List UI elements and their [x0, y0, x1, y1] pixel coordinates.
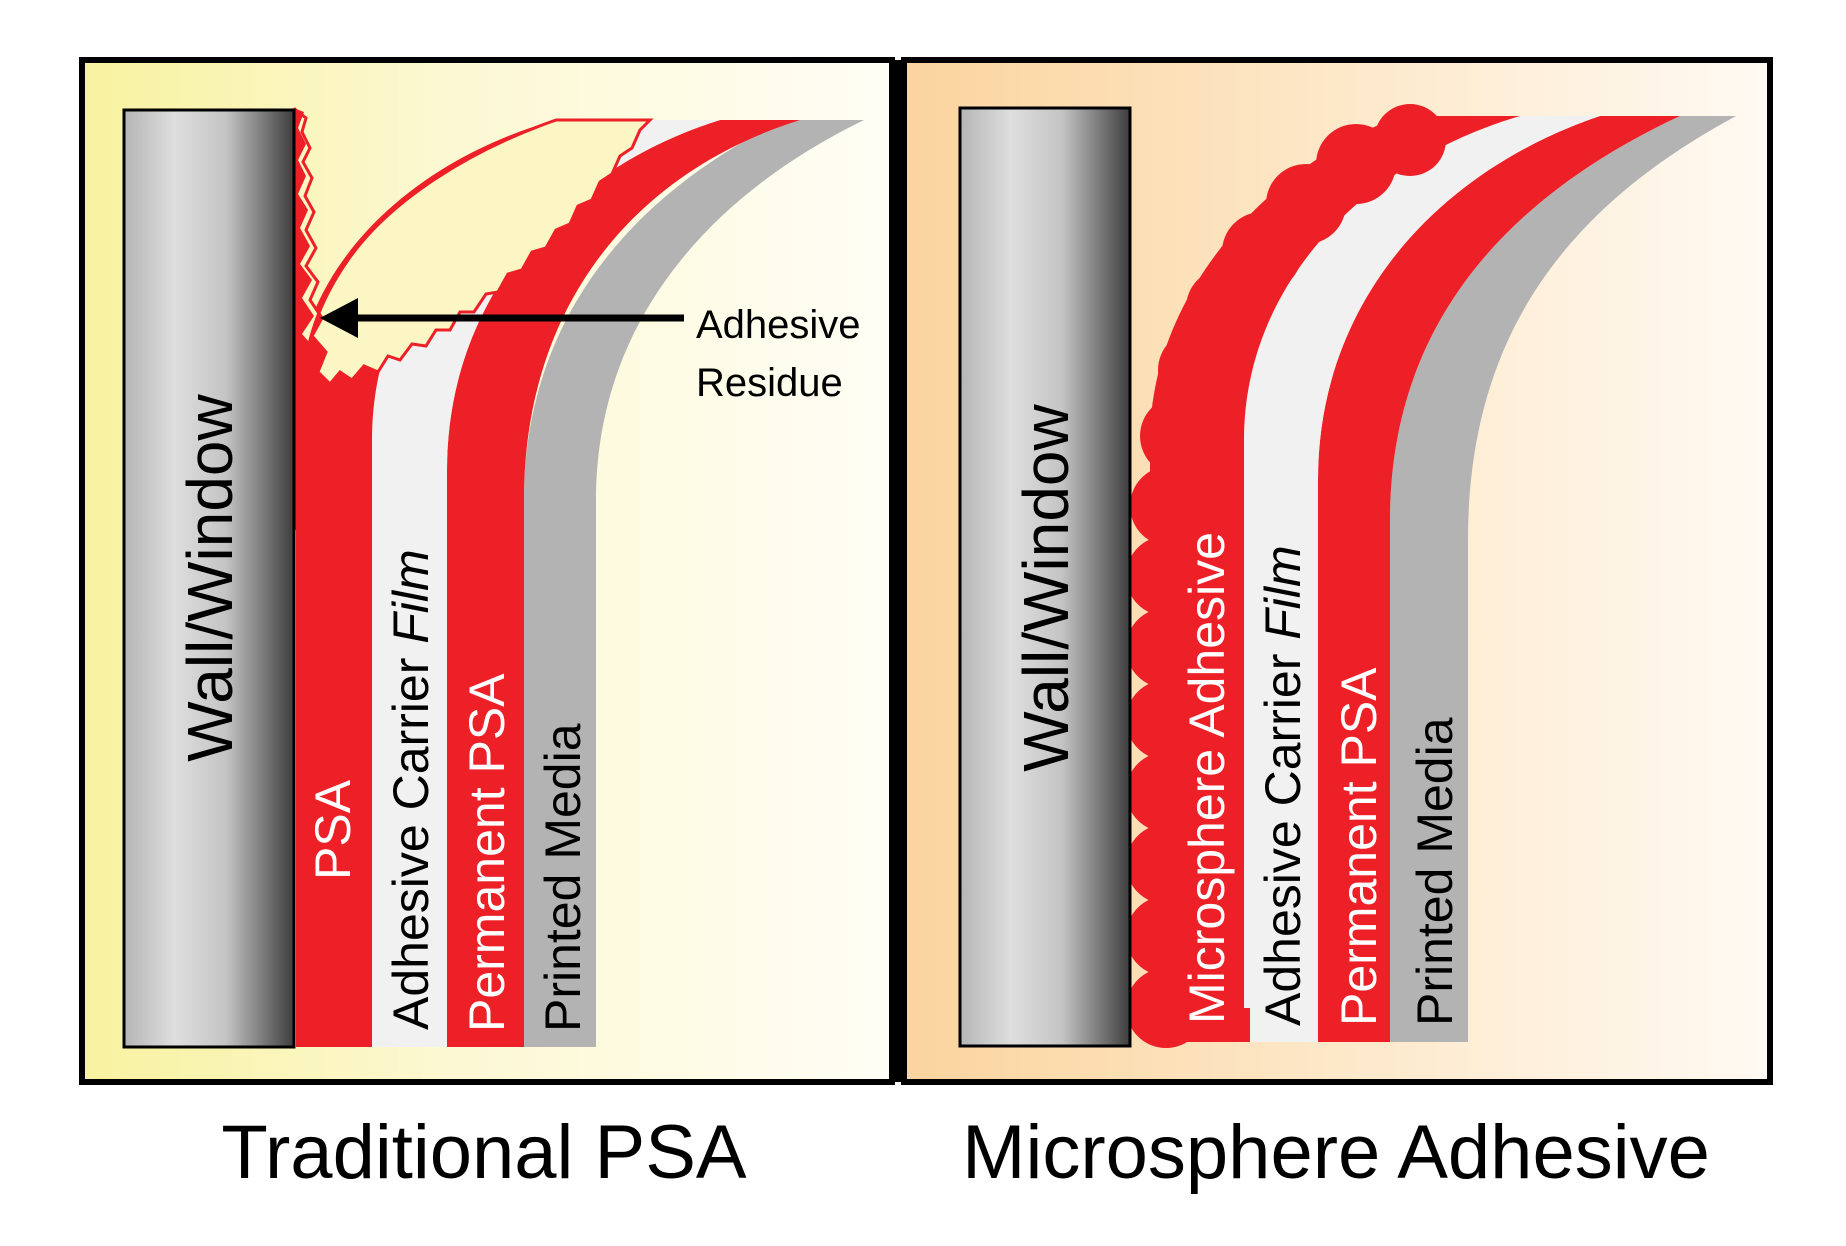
- adhesive-residue: [294, 106, 654, 521]
- label-carrier-text: Adhesive Carrier: [383, 644, 439, 1030]
- microsphere: [1126, 608, 1206, 688]
- label-film-italic: Film: [383, 549, 439, 643]
- wall-window: [958, 106, 1132, 1048]
- label-printed-media: Printed Media: [535, 723, 591, 1032]
- microsphere: [1126, 896, 1206, 976]
- layer-microsphere-adhesive: [1150, 116, 1520, 1042]
- label-permanent-psa: Permanent PSA: [1331, 667, 1387, 1026]
- microsphere: [1126, 680, 1206, 760]
- microspheres: [1126, 104, 1446, 1048]
- microsphere: [1126, 824, 1206, 904]
- caption-microsphere-adhesive: Microsphere Adhesive: [962, 1110, 1710, 1195]
- layer-printed-media: [524, 120, 864, 1047]
- layer-carrier-film: [372, 120, 720, 1047]
- wall-label: Wall/Window: [174, 393, 246, 761]
- microsphere: [1126, 752, 1206, 832]
- label-film-italic: Film: [1255, 545, 1311, 639]
- microsphere: [1130, 466, 1210, 546]
- wall-label: Wall/Window: [1010, 403, 1082, 771]
- label-psa: PSA: [305, 779, 361, 880]
- panel-microsphere-adhesive: Wall/Window Microsphere Adhesive Adhesiv…: [901, 57, 1773, 1085]
- label-permanent-psa: Permanent PSA: [459, 673, 515, 1032]
- callout-line2: Residue: [696, 361, 843, 405]
- layer-permanent-psa: [447, 120, 800, 1047]
- layer-carrier-film: [1244, 116, 1600, 1042]
- layer-printed-media: [1390, 116, 1736, 1042]
- microsphere: [1374, 104, 1446, 176]
- residue-wall-edge: [293, 108, 316, 530]
- microsphere-base: [1166, 1008, 1250, 1042]
- layer-permanent-psa: [1318, 116, 1680, 1042]
- label-printed-media: Printed Media: [1407, 717, 1463, 1026]
- label-carrier-film: Adhesive Carrier Film: [383, 549, 439, 1030]
- microsphere: [1158, 330, 1238, 410]
- label-carrier-film: Adhesive Carrier Film: [1255, 545, 1311, 1026]
- callout-arrow-head: [320, 298, 358, 338]
- microsphere: [1126, 536, 1206, 616]
- label-carrier-text: Adhesive Carrier: [1255, 640, 1311, 1026]
- wall-window: [122, 108, 296, 1049]
- callout-line1: Adhesive: [696, 303, 861, 347]
- microsphere: [1140, 396, 1220, 476]
- panel-divider: [892, 60, 904, 1082]
- panel-traditional-psa: Wall/Window PSA Adhesive Carrier Film Pe…: [79, 57, 895, 1085]
- caption-traditional-psa: Traditional PSA: [221, 1110, 747, 1195]
- label-microsphere-adhesive: Microsphere Adhesive: [1179, 532, 1235, 1024]
